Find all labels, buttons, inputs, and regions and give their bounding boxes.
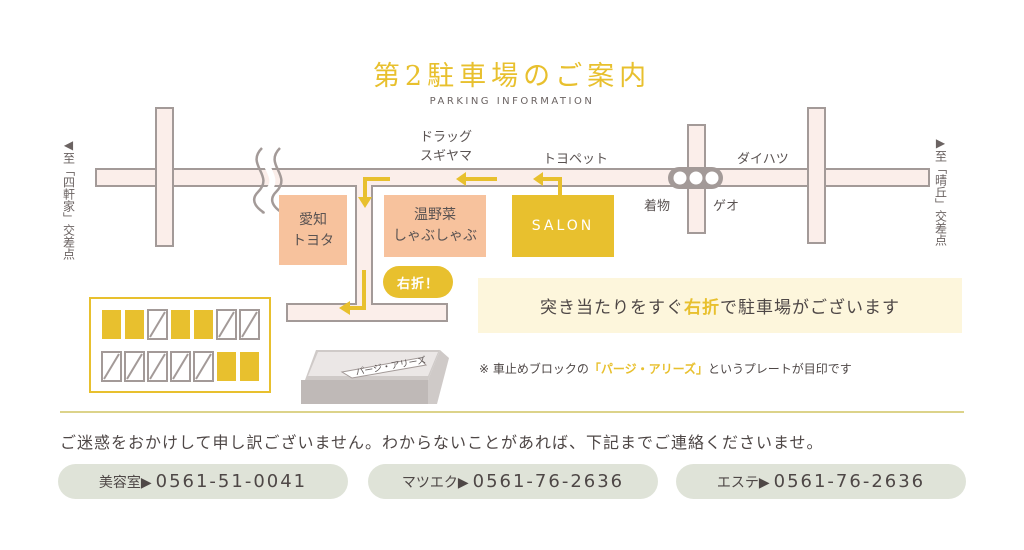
parking-slot-line [218,311,235,338]
contact-label: 美容室▶ [98,474,152,491]
label-kimono: 着物 [644,199,671,214]
building-onyasai [384,195,486,257]
right-direction-text: ▶至「晴丘」交差点 [933,136,948,246]
building-aichi-toyota [279,195,347,265]
parking-slot-line [103,353,120,380]
parking-slot-reserved [217,352,236,381]
route-arrow-icon [348,177,562,310]
parking-slots [100,308,265,388]
cross-road-left [155,107,174,247]
main-road [95,168,930,187]
phone-number[interactable]: 0561-51-0041 [155,471,308,492]
parking-slot-line [149,353,166,380]
parking-slot-reserved [194,310,213,339]
parking-slot-line [172,353,189,380]
parking-slot-reserved [125,310,144,339]
parking-slot-line [195,353,212,380]
parking-slot-reserved [102,310,121,339]
label-onyasai: 温野菜 しゃぶしゃぶ [393,207,477,244]
callout-pre: 突き当たりをすぐ [540,298,684,318]
turn-right-bubble: 右折！ [383,266,453,298]
parking-slot-reserved [171,310,190,339]
plate-block-icon [301,350,449,404]
parking-slot-line [149,311,166,338]
page-title: 第2駐車場のご案内 [372,61,652,92]
callout-post: で駐車場がございます [720,298,900,318]
phone-number[interactable]: 0561-76-2636 [472,471,625,492]
contact-esthe: エステ▶ 0561-76-2636 [676,464,966,499]
parking-slot-line [126,353,143,380]
label-aichi-toyota: 愛知 トヨタ [292,212,334,249]
side-road-horizontal [286,303,448,322]
label-drugstore: ドラッグ スギヤマ [420,130,473,164]
instruction-callout: 突き当たりをすぐ右折で駐車場がございます [478,278,962,333]
contact-label: エステ▶ [716,474,770,491]
parking-slots-svg [101,309,260,382]
divider [60,411,964,413]
parking-slot-line [241,311,258,338]
contact-eyelash: マツエク▶ 0561-76-2636 [368,464,658,499]
parking-slot-reserved [240,352,259,381]
left-direction-label: ◀至「四軒家」交差点 [60,138,76,264]
phone-number[interactable]: 0561-76-2636 [773,471,926,492]
note-post: というプレートが目印です [708,362,852,376]
plate-note: ※ 車止めブロックの「パージ・アリーズ」というプレートが目印です [479,360,852,377]
contact-salon: 美容室▶ 0561-51-0041 [58,464,348,499]
traffic-signal-icon [668,167,723,189]
right-direction-label: ▶至「晴丘」交差点 [932,136,948,250]
callout-emphasis: 右折 [684,298,720,318]
label-geo: ゲオ [713,199,740,214]
label-salon: SALON [512,195,614,257]
left-direction-text: ◀至「四軒家」交差点 [61,138,76,260]
contact-label: マツエク▶ [401,474,469,491]
note-pre: ※ 車止めブロックの [479,362,589,376]
label-toyopet: トヨペット [543,152,609,167]
note-emphasis: 「パージ・アリーズ」 [588,362,709,376]
page-subtitle: PARKING INFORMATION [429,96,595,107]
cross-road-right [807,107,826,244]
label-daihatsu: ダイハツ [737,152,789,167]
apology-text: ご迷惑をおかけして申し訳ございません。わからないことがあれば、下記までご連絡くだ… [60,433,824,452]
